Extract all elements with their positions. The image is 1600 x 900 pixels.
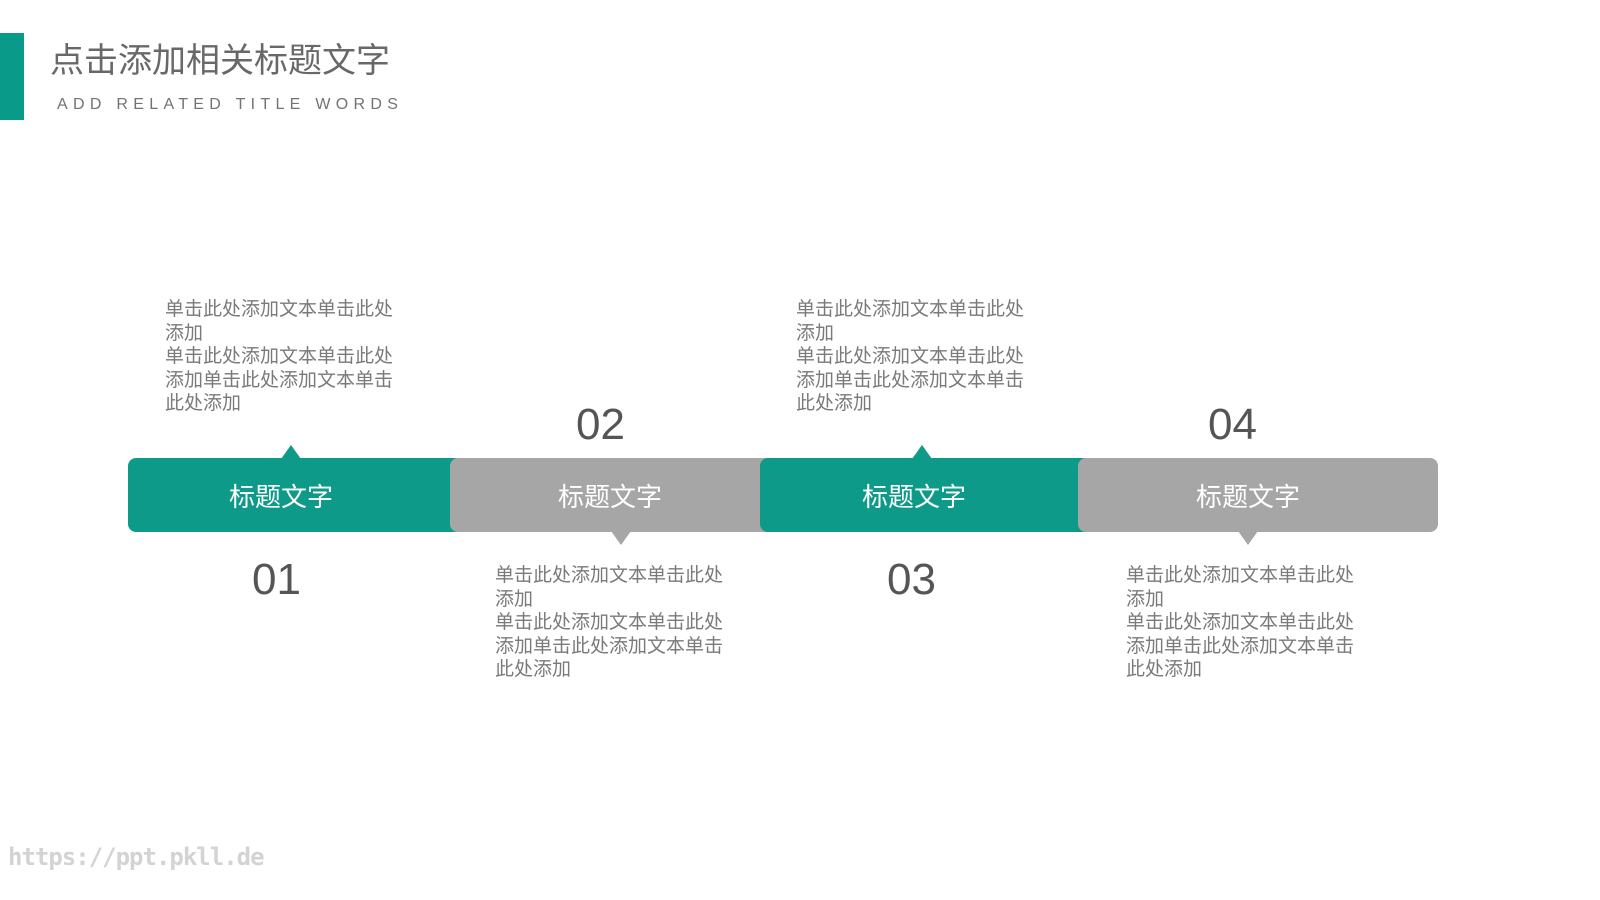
step-4-label: 标题文字 xyxy=(1195,482,1300,513)
title-accent-bar xyxy=(0,33,24,120)
step-1-description[interactable]: 单击此处添加文本单击此处添加 单击此处添加文本单击此处添加单击此处添加文本单击此… xyxy=(165,298,405,416)
step-1-desc-line-2: 单击此处添加文本单击此处添加单击此处添加文本单击此处添加 xyxy=(165,345,394,414)
step-3-number: 03 xyxy=(887,555,936,604)
step-2-number: 02 xyxy=(576,400,625,449)
step-2-label: 标题文字 xyxy=(557,482,662,513)
step-3-bar[interactable]: 标题文字 xyxy=(760,458,1110,532)
step-4-desc-line-2: 单击此处添加文本单击此处添加单击此处添加文本单击此处添加 xyxy=(1126,611,1355,680)
step-2-bar[interactable]: 标题文字 xyxy=(450,458,790,532)
step-4-desc-line-1: 单击此处添加文本单击此处添加 xyxy=(1126,564,1355,610)
step-1-label: 标题文字 xyxy=(228,482,333,513)
step-3-desc-line-1: 单击此处添加文本单击此处添加 xyxy=(796,298,1025,344)
step-4-description[interactable]: 单击此处添加文本单击此处添加 单击此处添加文本单击此处添加单击此处添加文本单击此… xyxy=(1126,564,1366,682)
step-3-desc-line-2: 单击此处添加文本单击此处添加单击此处添加文本单击此处添加 xyxy=(796,345,1025,414)
step-1-number: 01 xyxy=(252,555,301,604)
step-2-description[interactable]: 单击此处添加文本单击此处添加 单击此处添加文本单击此处添加单击此处添加文本单击此… xyxy=(495,564,735,682)
step-3-pointer-icon xyxy=(912,445,932,459)
page-title[interactable]: 点击添加相关标题文字 xyxy=(50,41,390,81)
step-1-pointer-icon xyxy=(281,445,301,459)
step-1-desc-line-1: 单击此处添加文本单击此处添加 xyxy=(165,298,394,344)
watermark-url: https://ppt.pkll.de xyxy=(8,843,265,871)
step-2-pointer-icon xyxy=(611,531,631,545)
step-3-description[interactable]: 单击此处添加文本单击此处添加 单击此处添加文本单击此处添加单击此处添加文本单击此… xyxy=(796,298,1036,416)
page-subtitle[interactable]: ADD RELATED TITLE WORDS xyxy=(57,96,404,113)
step-2-desc-line-1: 单击此处添加文本单击此处添加 xyxy=(495,564,724,610)
step-3-label: 标题文字 xyxy=(861,482,966,513)
step-4-pointer-icon xyxy=(1238,531,1258,545)
step-2-desc-line-2: 单击此处添加文本单击此处添加单击此处添加文本单击此处添加 xyxy=(495,611,724,680)
step-4-number: 04 xyxy=(1208,400,1257,449)
step-1-bar[interactable]: 标题文字 xyxy=(128,458,488,532)
step-4-bar[interactable]: 标题文字 xyxy=(1078,458,1438,532)
